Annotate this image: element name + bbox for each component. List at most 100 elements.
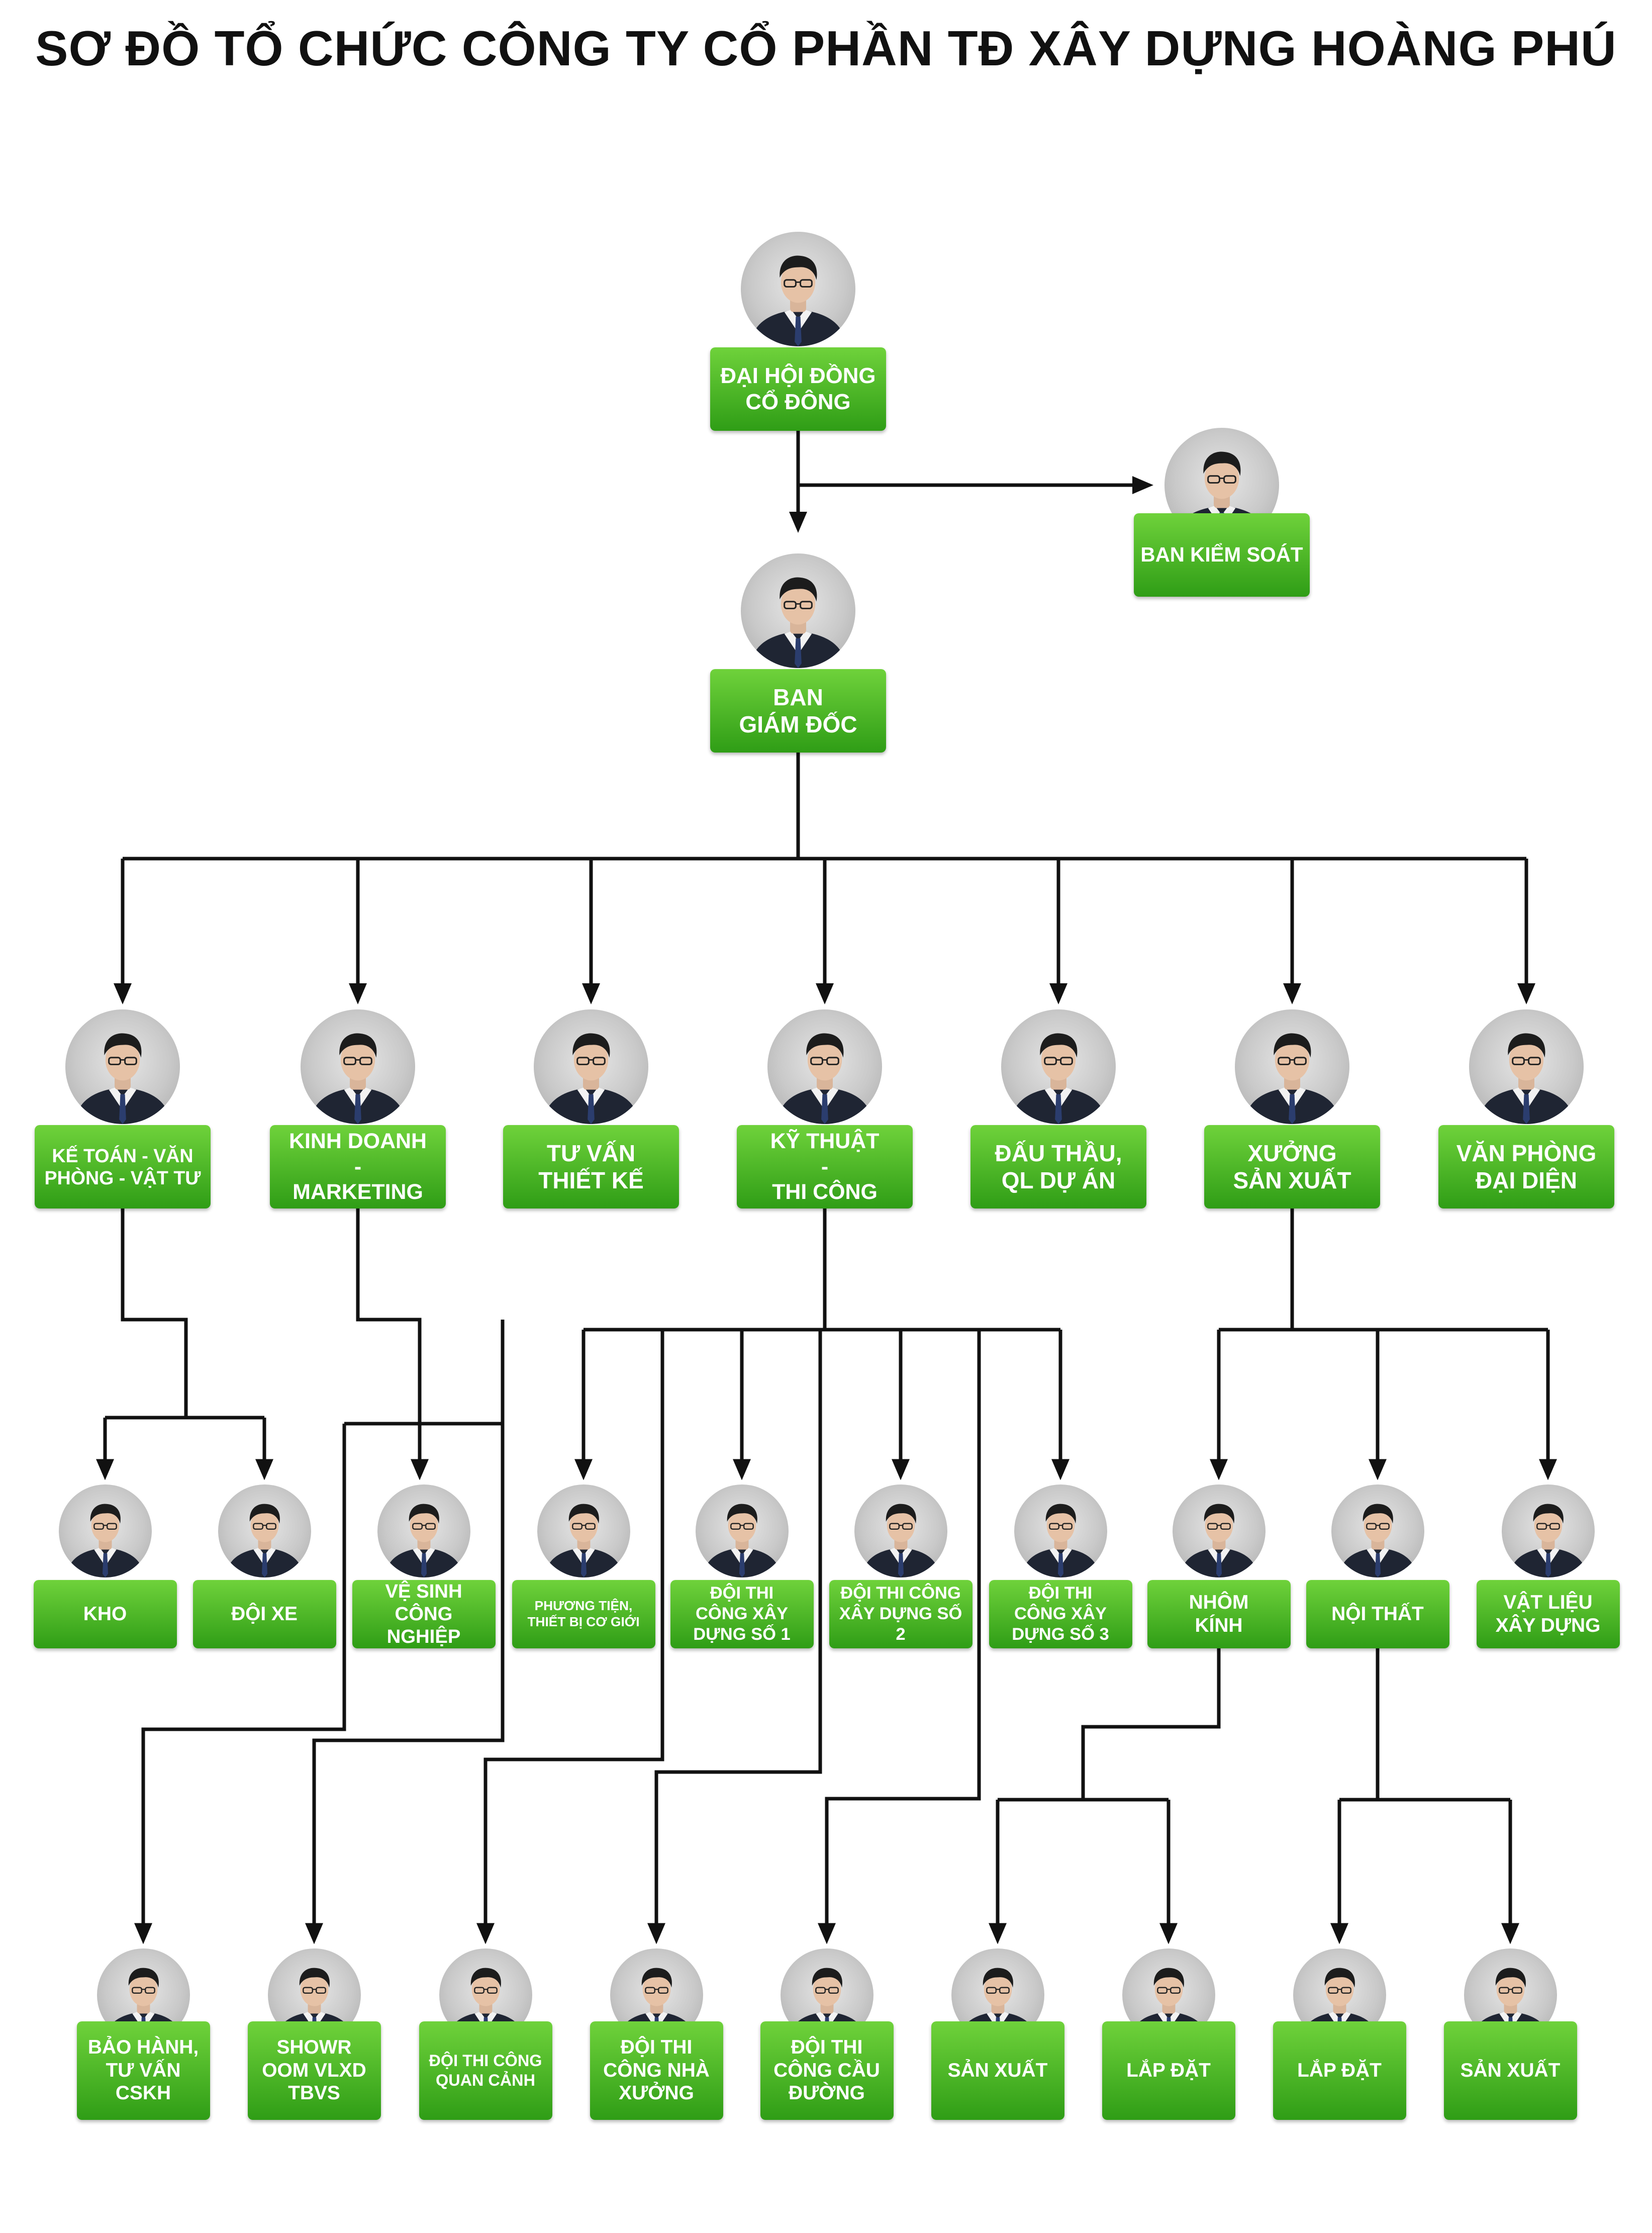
arrow-head-icon — [96, 1459, 114, 1480]
org-node-label-box: ĐỘI THI CÔNG QUAN CẢNH — [419, 2021, 552, 2120]
org-node-label: ĐỘI XE — [231, 1603, 298, 1625]
arrow-head-icon — [1501, 1923, 1519, 1944]
arrow-head-icon — [892, 1459, 910, 1480]
org-node-label-box: TƯ VẤN THIẾT KẾ — [503, 1125, 679, 1208]
org-node-label: BAN GIÁM ĐỐC — [739, 684, 857, 737]
org-node-label-box: ĐẤU THẦU, QL DỰ ÁN — [970, 1125, 1146, 1208]
arrow-head-icon — [647, 1923, 665, 1944]
org-node-label-box: ĐỘI THI CÔNG XÂY DỰNG SỐ 3 — [989, 1579, 1132, 1648]
org-node-label-box: ĐỘI THI CÔNG XÂY DỰNG SỐ 1 — [670, 1579, 814, 1648]
org-node-label-box: VẬT LIỆU XÂY DỰNG — [1476, 1579, 1620, 1648]
person-portrait-icon — [218, 1484, 311, 1577]
person-portrait-icon — [58, 1484, 152, 1577]
arrow-head-icon — [349, 983, 367, 1004]
arrow-head-icon — [1539, 1459, 1557, 1480]
org-node-label-box: LẮP ĐẶT — [1273, 2021, 1406, 2120]
org-node-label-box: SẢN XUẤT — [931, 2021, 1064, 2120]
arrow-head-icon — [476, 1923, 495, 1944]
org-node-label-box: PHƯƠNG TIỆN, THIẾT BỊ CƠ GIỚI — [512, 1579, 655, 1648]
org-node-label-box: SHOWR OOM VLXD TBVS — [247, 2021, 381, 2120]
org-node-label: LẮP ĐẶT — [1297, 2059, 1382, 2081]
connector-line — [356, 1208, 422, 1475]
person-portrait-icon — [534, 1009, 648, 1124]
org-node-label: KHO — [83, 1603, 127, 1625]
arrow-head-icon — [989, 1923, 1007, 1944]
org-node-label: ĐỘI THI CÔNG XÂY DỰNG SỐ 1 — [693, 1584, 791, 1644]
person-portrait-icon — [1172, 1484, 1266, 1577]
org-node-label: SẢN XUẤT — [1460, 2059, 1561, 2081]
org-node-label: BAN KIỂM SOÁT — [1140, 543, 1303, 567]
org-node-label-box: NỘI THẤT — [1306, 1579, 1449, 1648]
org-node-label: PHƯƠNG TIỆN, THIẾT BỊ CƠ GIỚI — [527, 1598, 640, 1629]
arrow-head-icon — [411, 1459, 429, 1480]
arrow-head-icon — [1517, 983, 1535, 1004]
person-portrait-icon — [854, 1484, 947, 1577]
org-node-label-box: ĐỘI THI CÔNG CẦU ĐƯỜNG — [760, 2021, 894, 2120]
arrow-head-icon — [733, 1459, 751, 1480]
arrow-head-icon — [1132, 476, 1153, 494]
arrow-head-icon — [1330, 1923, 1348, 1944]
org-node-label-box: ĐẠI HỘI ĐỒNG CỔ ĐÔNG — [710, 347, 886, 431]
arrow-head-icon — [305, 1923, 323, 1944]
org-node-label: XƯỞNG SẢN XUẤT — [1233, 1140, 1351, 1193]
org-node-label-box: NHÔM KÍNH — [1147, 1579, 1291, 1648]
org-node-label-box: KỸ THUẬT - THI CÔNG — [737, 1125, 913, 1208]
org-node-label: ĐỘI THI CÔNG QUAN CẢNH — [429, 2052, 542, 2089]
org-node-label: ĐỘI THI CÔNG CẦU ĐƯỜNG — [773, 2036, 880, 2104]
page-title: SƠ ĐỒ TỔ CHỨC CÔNG TY CỔ PHẦN TĐ XÂY DỰN… — [35, 21, 1617, 76]
org-node-label: SHOWR OOM VLXD TBVS — [262, 2036, 366, 2104]
org-node-label: KỸ THUẬT - THI CÔNG — [770, 1129, 880, 1204]
person-portrait-icon — [741, 553, 855, 668]
arrow-head-icon — [1159, 1923, 1178, 1944]
org-node-label-box: ĐỘI XE — [192, 1579, 336, 1648]
org-node-label: ĐỘI THI CÔNG XÂY DỰNG SỐ 3 — [1012, 1584, 1109, 1644]
org-node-label-box: VĂN PHÒNG ĐẠI DIỆN — [1438, 1125, 1614, 1208]
org-node-label-box: SẢN XUẤT — [1443, 2021, 1577, 2120]
arrow-head-icon — [114, 983, 132, 1004]
person-portrait-icon — [1501, 1484, 1595, 1577]
person-portrait-icon — [537, 1484, 630, 1577]
org-node-label: NỘI THẤT — [1331, 1603, 1424, 1625]
org-node-label-box: KHO — [33, 1579, 177, 1648]
connector-line — [654, 1330, 822, 1939]
org-node-label: TƯ VẤN THIẾT KẾ — [538, 1140, 644, 1193]
arrow-head-icon — [255, 1459, 273, 1480]
org-node-label: BẢO HÀNH, TƯ VẤN CSKH — [87, 2036, 199, 2104]
org-node-label: VỆ SINH CÔNG NGHIỆP — [385, 1580, 462, 1648]
org-node-label-box: KẾ TOÁN - VĂN PHÒNG - VẬT TƯ — [35, 1125, 211, 1208]
connector-line — [121, 1208, 188, 1418]
person-portrait-icon — [1014, 1484, 1107, 1577]
org-node-label-box: BAN GIÁM ĐỐC — [710, 669, 886, 753]
arrow-head-icon — [134, 1923, 152, 1944]
connector-line — [312, 1320, 505, 1939]
arrow-head-icon — [1369, 1459, 1387, 1480]
person-portrait-icon — [301, 1009, 415, 1124]
org-node-label: KẾ TOÁN - VĂN PHÒNG - VẬT TƯ — [44, 1145, 201, 1188]
org-node-label: KINH DOANH - MARKETING — [288, 1129, 427, 1204]
connector-line — [483, 1330, 664, 1939]
org-node-label-box: XƯỞNG SẢN XUẤT — [1204, 1125, 1380, 1208]
org-node-label-box: BAN KIỂM SOÁT — [1134, 513, 1310, 597]
arrow-head-icon — [574, 1459, 593, 1480]
org-node-label: LẮP ĐẶT — [1126, 2059, 1211, 2081]
org-node-label: VẬT LIỆU XÂY DỰNG — [1495, 1591, 1601, 1636]
arrow-head-icon — [1283, 983, 1301, 1004]
arrow-head-icon — [818, 1923, 836, 1944]
arrow-head-icon — [789, 512, 807, 533]
org-node-label: VĂN PHÒNG ĐẠI DIỆN — [1456, 1140, 1597, 1193]
person-portrait-icon — [65, 1009, 180, 1124]
connector-line — [1081, 1648, 1221, 1800]
org-node-label-box: VỆ SINH CÔNG NGHIỆP — [352, 1579, 496, 1648]
org-node-label-box: BẢO HÀNH, TƯ VẤN CSKH — [76, 2021, 210, 2120]
org-node-label: ĐỘI THI CÔNG XÂY DỰNG SỐ 2 — [839, 1584, 962, 1644]
person-portrait-icon — [1001, 1009, 1116, 1124]
person-portrait-icon — [1469, 1009, 1584, 1124]
org-node-label: SẢN XUẤT — [947, 2059, 1048, 2081]
person-portrait-icon — [377, 1484, 470, 1577]
org-node-label: ĐẠI HỘI ĐỒNG CỔ ĐÔNG — [720, 363, 876, 414]
arrow-head-icon — [816, 983, 834, 1004]
arrow-head-icon — [1049, 983, 1067, 1004]
org-node-label-box: ĐỘI THI CÔNG XÂY DỰNG SỐ 2 — [829, 1579, 973, 1648]
